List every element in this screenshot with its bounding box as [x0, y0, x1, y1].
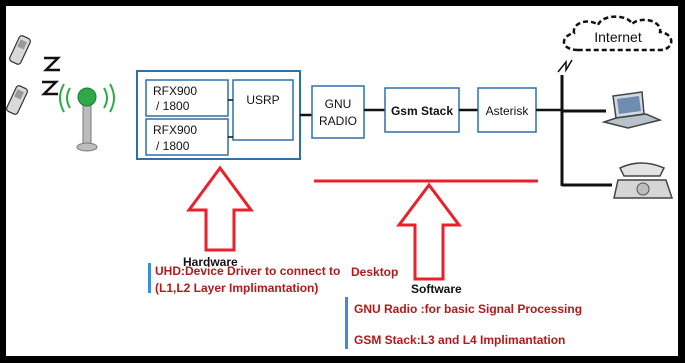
hardware-line2: (L1,L2 Layer Implimantation): [155, 281, 318, 295]
usrp-box: [232, 79, 294, 141]
software-line1: GNU Radio :for basic Signal Processing: [354, 302, 582, 316]
lightning-icon: [557, 59, 573, 73]
asterisk-label: Asterisk: [486, 104, 530, 118]
internet-cloud-icon: [562, 15, 673, 52]
usrp-label: USRP: [246, 93, 279, 107]
desktop-label: Desktop: [351, 265, 398, 279]
gnu-radio-line1: GNU: [325, 97, 352, 111]
mobile-phone-icon: [9, 35, 31, 65]
hardware-accent-bar: [148, 263, 151, 293]
wireless-signal-icon: [42, 56, 62, 72]
software-accent-bar: [345, 297, 348, 349]
laptop-icon: [601, 91, 663, 129]
hardware-line1: UHD:Device Driver to connect to: [155, 264, 340, 278]
mobile-phone-icon: [6, 85, 28, 115]
wireless-signal-icon: [40, 80, 60, 96]
software-arrow-icon: [396, 182, 462, 281]
gnu-radio-line2: RADIO: [319, 114, 357, 128]
software-line2: GSM Stack:L3 and L4 Implimantation: [354, 333, 565, 347]
software-title: Software: [411, 282, 462, 296]
rfx-box-top: [145, 79, 229, 117]
hardware-arrow-icon: [186, 165, 254, 252]
gnu-radio-box: [311, 85, 365, 139]
internet-label: Internet: [594, 29, 642, 45]
telephone-icon: [613, 162, 674, 199]
rfx-top-line2: / 1800: [156, 99, 190, 113]
antenna-tower-icon: [59, 83, 115, 152]
rfx-top-line1: RFX900: [153, 84, 197, 98]
gsm-stack-box: [384, 87, 460, 133]
gsm-stack-label: Gsm Stack: [391, 104, 453, 118]
rfx-bottom-line1: RFX900: [153, 123, 197, 137]
rfx-box-bottom: [145, 118, 229, 156]
hardware-title: Hardware: [183, 255, 238, 269]
rfx-bottom-line2: / 1800: [156, 139, 190, 153]
